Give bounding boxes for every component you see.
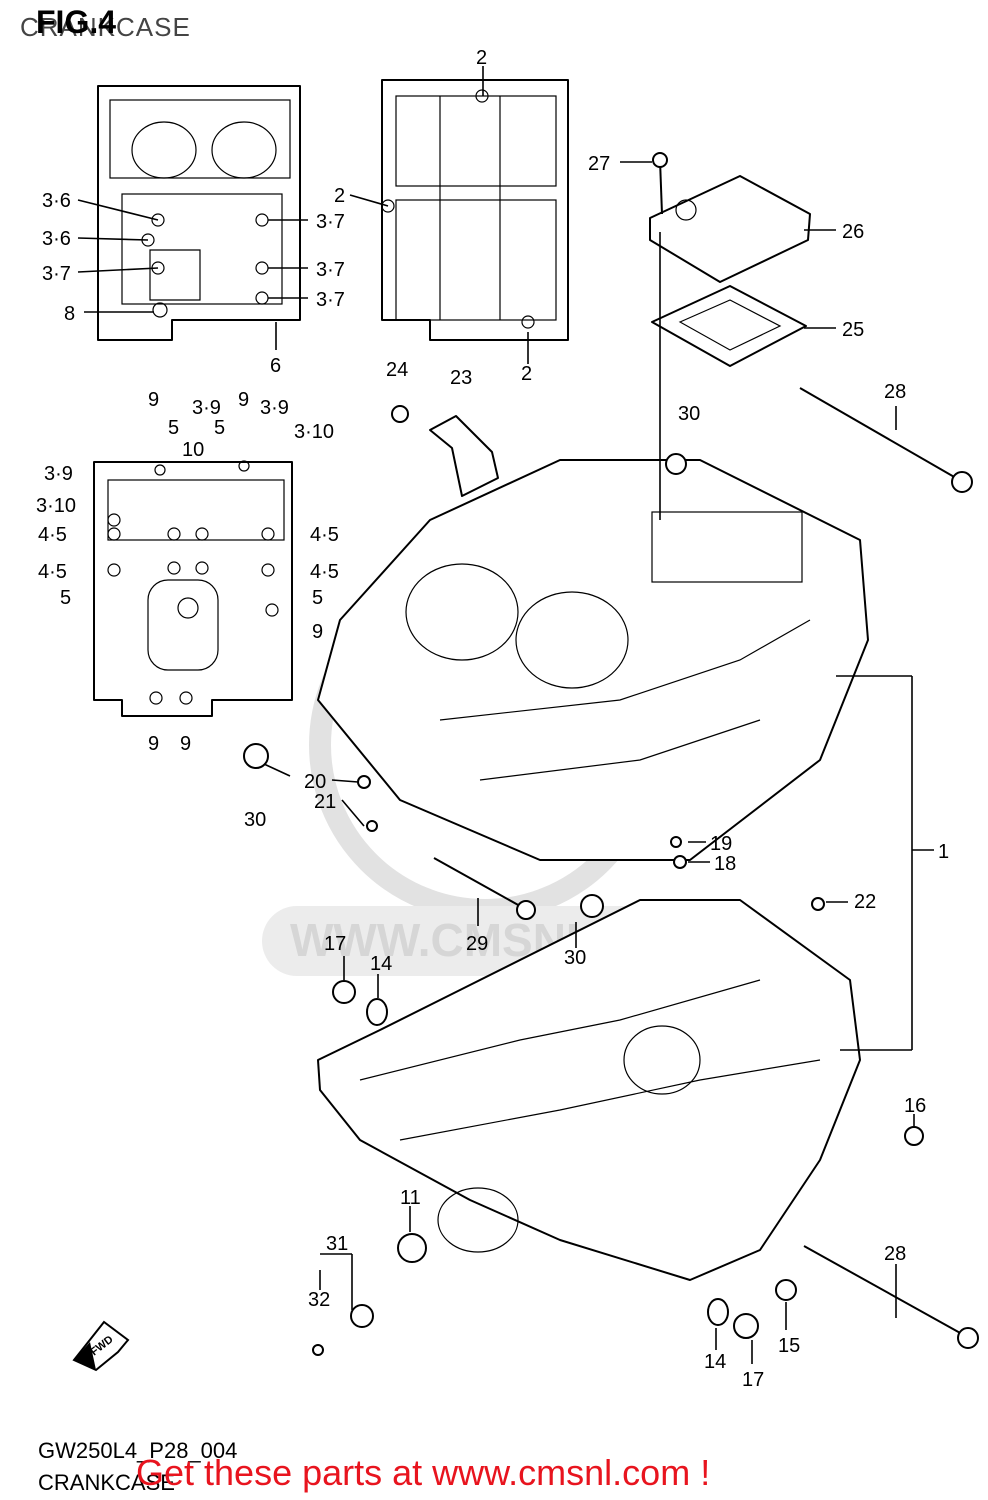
callouts: 2 2 2 27 26 25 3·6 3·6 3·7 3·7 3·7 3·7 8… bbox=[36, 47, 949, 1391]
figure-label: FIG.4 bbox=[36, 4, 117, 40]
callout-30: 30 bbox=[244, 809, 266, 831]
callout-5: 5 bbox=[312, 587, 323, 609]
cover-bolt bbox=[652, 152, 668, 215]
callout-14: 14 bbox=[704, 1351, 726, 1373]
callout-21: 21 bbox=[314, 791, 336, 813]
callout-19: 19 bbox=[710, 833, 732, 855]
callout-3-9: 3·9 bbox=[260, 397, 289, 419]
callout-3-7: 3·7 bbox=[316, 289, 345, 311]
callout-11: 11 bbox=[400, 1187, 421, 1209]
callout-3-10: 3·10 bbox=[36, 495, 76, 517]
callout-15: 15 bbox=[778, 1335, 800, 1357]
leader-lines bbox=[77, 66, 934, 1364]
callout-5: 5 bbox=[60, 587, 71, 609]
upper-crankcase bbox=[317, 459, 869, 861]
stud-bolt-upper bbox=[799, 387, 973, 493]
lower-crankcase bbox=[317, 899, 861, 1281]
upper-case-view-middle bbox=[381, 79, 569, 341]
callout-1: 1 bbox=[938, 841, 949, 863]
callout-23: 23 bbox=[450, 367, 472, 389]
callout-24: 24 bbox=[386, 359, 408, 381]
callout-17: 17 bbox=[324, 933, 346, 955]
lower-case-view-left bbox=[93, 460, 293, 717]
callout-14: 14 bbox=[370, 953, 392, 975]
callout-9: 9 bbox=[148, 389, 159, 411]
callout-9: 9 bbox=[238, 389, 249, 411]
callout-4-5: 4·5 bbox=[310, 561, 339, 583]
callout-2: 2 bbox=[521, 363, 532, 385]
callout-30: 30 bbox=[564, 947, 586, 969]
section-title: CRANKCASE bbox=[20, 12, 191, 42]
fwd-arrow: FWD bbox=[72, 1320, 130, 1372]
callout-32: 32 bbox=[308, 1289, 330, 1311]
callout-9: 9 bbox=[148, 733, 159, 755]
callout-5: 5 bbox=[168, 417, 179, 439]
callout-3-9: 3·9 bbox=[44, 463, 73, 485]
callout-6: 6 bbox=[270, 355, 281, 377]
callout-25: 25 bbox=[842, 319, 864, 341]
stud-bolt-lower bbox=[803, 1245, 979, 1349]
callout-28: 28 bbox=[884, 1243, 906, 1265]
callout-22: 22 bbox=[854, 891, 876, 913]
callout-31: 31 bbox=[326, 1233, 348, 1255]
callout-8: 8 bbox=[64, 303, 75, 325]
callout-20: 20 bbox=[304, 771, 326, 793]
callout-3-7: 3·7 bbox=[316, 211, 345, 233]
callout-28: 28 bbox=[884, 381, 906, 403]
callout-9: 9 bbox=[180, 733, 191, 755]
callout-30: 30 bbox=[678, 403, 700, 425]
callout-4-5: 4·5 bbox=[38, 524, 67, 546]
callout-27: 27 bbox=[588, 153, 610, 175]
callout-3-6: 3·6 bbox=[42, 228, 71, 250]
callout-5: 5 bbox=[214, 417, 225, 439]
callout-17: 17 bbox=[742, 1369, 764, 1391]
callout-3-7: 3·7 bbox=[42, 263, 71, 285]
callout-3-9: 3·9 bbox=[192, 397, 221, 419]
callout-2: 2 bbox=[476, 47, 487, 69]
callout-29: 29 bbox=[466, 933, 488, 955]
diagram-name: CRANKCASE bbox=[38, 1470, 175, 1495]
callout-9: 9 bbox=[312, 621, 323, 643]
bolt-29 bbox=[433, 857, 536, 920]
diagram-code: GW250L4_P28_004 bbox=[38, 1438, 238, 1463]
callout-2: 2 bbox=[334, 185, 345, 207]
callout-18: 18 bbox=[714, 853, 736, 875]
cover-gasket bbox=[651, 285, 807, 367]
callout-10: 10 bbox=[182, 439, 204, 461]
callout-4-5: 4·5 bbox=[310, 524, 339, 546]
callout-4-5: 4·5 bbox=[38, 561, 67, 583]
callout-3-7: 3·7 bbox=[316, 259, 345, 281]
callout-3-10: 3·10 bbox=[294, 421, 334, 443]
shop-link-banner[interactable]: Get these parts at www.cmsnl.com ! bbox=[136, 1452, 711, 1493]
callout-26: 26 bbox=[842, 221, 864, 243]
breather-cover bbox=[649, 175, 811, 283]
upper-case-view-left bbox=[97, 85, 301, 341]
callout-3-6: 3·6 bbox=[42, 190, 71, 212]
callout-16: 16 bbox=[904, 1095, 926, 1117]
